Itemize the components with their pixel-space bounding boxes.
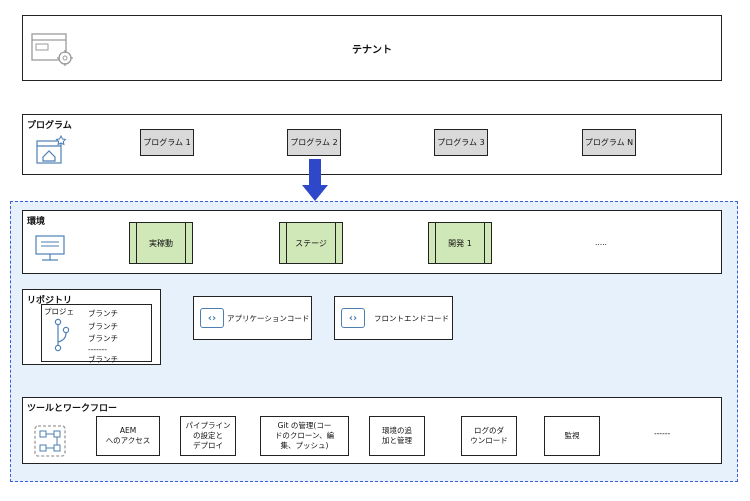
program-item-3: プログラム 3 xyxy=(434,129,488,156)
app-code-label: アプリケーションコード xyxy=(227,314,310,323)
tenant-box: テナント xyxy=(22,15,722,81)
window-gear-icon xyxy=(31,33,73,66)
branch-item: ブランチ xyxy=(88,321,118,331)
env-production: 実稼動 xyxy=(129,222,193,264)
tools-more: ------ xyxy=(654,429,671,438)
frontend-code-label: フロントエンドコード xyxy=(374,314,449,323)
program-icon xyxy=(36,134,67,164)
program-item-n: プログラム N xyxy=(582,129,636,156)
frontend-code-box: ‹› フロントエンドコード xyxy=(334,296,453,340)
tool-monitoring: 監視 xyxy=(544,416,600,456)
env-stage: ステージ xyxy=(279,222,343,264)
code-icon: ‹› xyxy=(341,308,365,328)
repository-box: リポジトリ プロジェ ブランチ ブランチ ブランチ ------- ブランチ xyxy=(22,289,161,365)
branch-separator: ------- xyxy=(88,344,107,354)
env-dev: 開発 1 xyxy=(428,222,492,264)
tool-git: Git の管理(コー ドのクローン、編 集、プッシュ) xyxy=(260,416,349,456)
workflow-icon xyxy=(34,425,66,457)
branch-item: ブランチ xyxy=(88,354,118,364)
code-icon: ‹› xyxy=(200,308,224,328)
project-label: プロジェ xyxy=(44,307,74,316)
app-code-box: ‹› アプリケーションコード xyxy=(193,296,312,340)
monitor-icon xyxy=(35,235,65,261)
tool-aem-access: AEM へのアクセス xyxy=(96,416,160,456)
project-box: プロジェ ブランチ ブランチ ブランチ ------- ブランチ xyxy=(41,304,152,364)
branch-item: ブランチ xyxy=(88,334,118,343)
program-item-1: プログラム 1 xyxy=(140,129,194,156)
tools-title: ツールとワークフロー xyxy=(27,404,118,414)
repository-title: リポジトリ xyxy=(27,296,73,306)
environment-title: 環境 xyxy=(27,217,46,227)
branch-list: ブランチ ブランチ ブランチ ------- ブランチ xyxy=(88,308,118,366)
program-title: プログラム xyxy=(27,121,72,131)
environment-box: 環境 実稼動 ステージ 開発 1 ..... xyxy=(22,210,722,274)
tool-pipeline: パイプライン の設定と デプロイ xyxy=(180,416,236,456)
branch-item: ブランチ xyxy=(88,309,118,318)
tool-logs: ログのダ ウンロード xyxy=(461,416,517,456)
down-arrow-icon xyxy=(302,159,328,201)
tool-environments: 環境の追 加と管理 xyxy=(369,416,425,456)
program-box: プログラム プログラム 1 プログラム 2 プログラム 3 プログラム N xyxy=(22,114,722,175)
env-more: ..... xyxy=(595,238,607,247)
tenant-label: テナント xyxy=(352,44,392,56)
tools-box: ツールとワークフロー AEM へのアクセス パイプライン の設定と デプロイ G… xyxy=(22,397,722,464)
program-item-2: プログラム 2 xyxy=(287,129,341,156)
git-branch-icon xyxy=(54,318,70,352)
